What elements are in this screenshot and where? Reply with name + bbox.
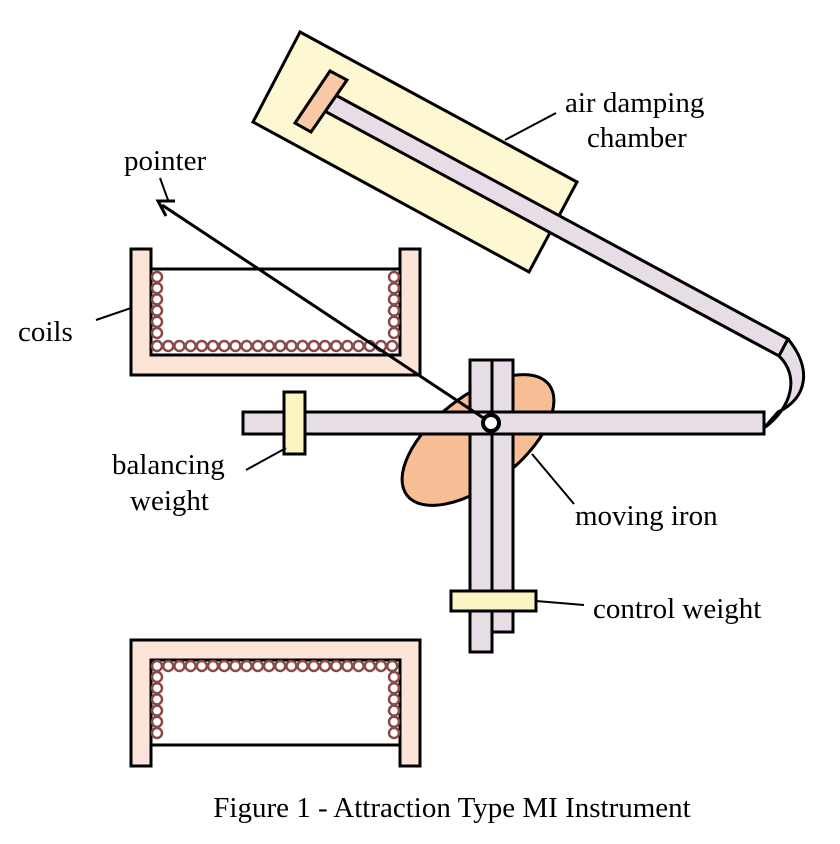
coil-winding (184, 339, 197, 353)
coil-winding (318, 339, 332, 353)
coil-winding (150, 315, 164, 329)
coil-winding (273, 659, 287, 673)
coil-winding (173, 659, 186, 673)
coil-winding (387, 715, 401, 729)
coil-winding (296, 339, 309, 353)
coil-winding (387, 315, 401, 329)
coil-winding (385, 659, 399, 673)
coil-winding (285, 339, 298, 353)
air-damping-leader (504, 112, 557, 141)
coil-winding (150, 293, 164, 306)
horizontal-arm (241, 410, 766, 436)
coils-label: coils (18, 316, 73, 348)
coil-winding (387, 681, 401, 695)
coil-winding (217, 339, 231, 353)
coil-winding (240, 659, 253, 673)
coils-leader (95, 307, 132, 321)
coil-winding (385, 339, 399, 353)
coil-winding (341, 659, 354, 673)
coil-winding (229, 339, 242, 353)
coil-winding (296, 659, 309, 673)
pointer-label: pointer (124, 145, 206, 177)
coil-winding (161, 659, 175, 673)
coil-winding (318, 659, 332, 673)
coil-winding (374, 659, 388, 673)
coil-winding (285, 659, 298, 673)
upper-coil-windings (150, 270, 401, 353)
coil-winding (150, 693, 164, 706)
control-weight-label: control weight (593, 593, 761, 625)
coil-winding (150, 715, 164, 729)
coil-winding (206, 339, 220, 353)
coil-winding (150, 704, 164, 717)
coil-winding (195, 659, 209, 673)
coil-winding (387, 293, 401, 306)
figure-caption: Figure 1 - Attraction Type MI Instrument (213, 792, 690, 824)
coil-winding (240, 339, 253, 353)
coil-winding (387, 304, 401, 317)
coil-winding (262, 659, 276, 673)
coil-winding (387, 704, 401, 717)
pointer-needle (161, 203, 492, 425)
coil-winding (387, 270, 401, 284)
coil-winding (150, 659, 164, 673)
upper-coil-frame (129, 247, 422, 377)
pointer-arrowhead (155, 199, 175, 217)
lower-coil-frame (129, 638, 422, 768)
coil-winding (150, 326, 164, 340)
coil-winding (387, 326, 401, 340)
coil-winding (387, 693, 401, 706)
coil-winding (329, 339, 343, 353)
pointer-leader (159, 177, 169, 201)
coil-winding (262, 339, 276, 353)
coil-winding (363, 659, 377, 673)
coil-winding (173, 339, 186, 353)
coil-winding (307, 659, 321, 673)
coil-winding (150, 270, 164, 284)
coil-winding (341, 339, 354, 353)
coil-winding (251, 659, 265, 673)
balancing-weight (282, 390, 307, 456)
air-damping-label-1: air damping (565, 87, 704, 119)
coil-winding (251, 339, 265, 353)
damping-connector (762, 337, 806, 430)
coil-winding (217, 659, 231, 673)
control-weight-leader (535, 600, 585, 606)
air-damping-label-2: chamber (587, 122, 687, 154)
coil-winding (387, 726, 401, 740)
coil-winding (150, 681, 164, 695)
moving-iron-label: moving iron (575, 500, 718, 532)
moving-iron-leader (531, 453, 575, 505)
balancing-label-1: balancing (112, 449, 225, 481)
coil-winding (150, 281, 164, 295)
coil-winding (150, 670, 164, 684)
coil-winding (206, 659, 220, 673)
coil-winding (195, 339, 209, 353)
coil-winding (229, 659, 242, 673)
coil-winding (329, 659, 343, 673)
balancing-label-2: weight (130, 485, 209, 517)
coil-winding (150, 304, 164, 317)
piston-head (292, 69, 350, 134)
piston-rod (316, 88, 791, 359)
pivot (481, 413, 501, 433)
coil-winding (184, 659, 197, 673)
coil-winding (352, 659, 365, 673)
coil-winding (387, 670, 401, 684)
control-weight (449, 589, 538, 613)
lower-coil-windings (150, 659, 401, 740)
coil-winding (150, 726, 164, 740)
coil-winding (307, 339, 321, 353)
coil-winding (150, 339, 164, 353)
coil-winding (352, 339, 365, 353)
coil-winding (161, 339, 175, 353)
balancing-leader (245, 447, 287, 471)
coil-winding (273, 339, 287, 353)
coil-winding (387, 281, 401, 295)
